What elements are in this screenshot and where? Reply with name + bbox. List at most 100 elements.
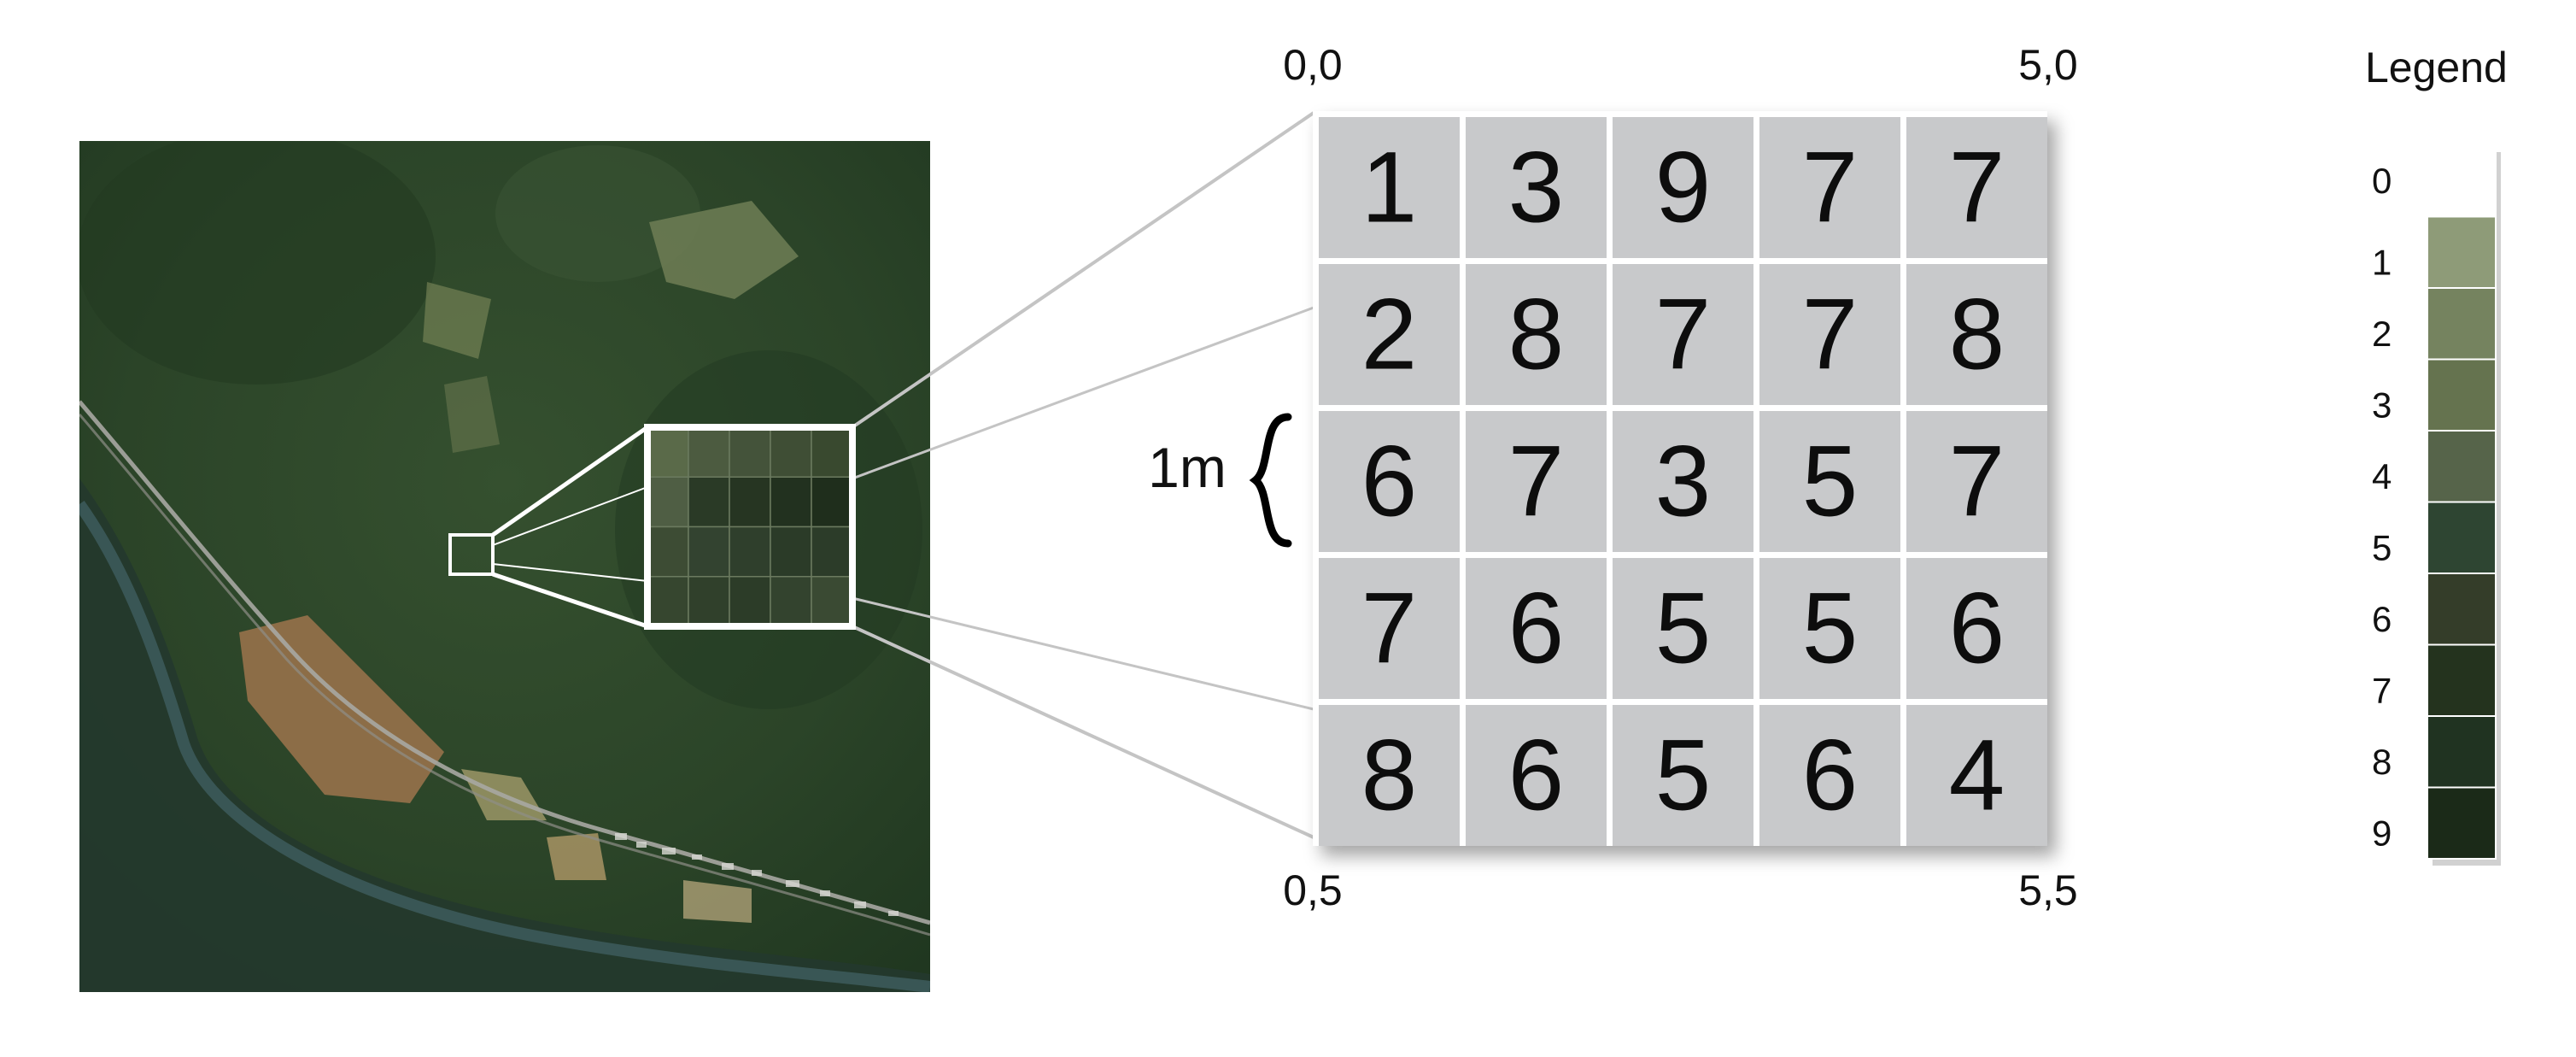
inset-pixel [811, 426, 853, 478]
inset-pixel [647, 476, 689, 528]
grid-cell [1759, 558, 1900, 699]
grid-cell [1759, 411, 1900, 552]
grid-cell [1466, 117, 1607, 258]
inset-pixel [647, 526, 689, 578]
inset-pixel [770, 576, 812, 627]
grid-cell-value: 3 [1655, 426, 1712, 538]
grid-cell [1906, 264, 2047, 405]
inset-pixel [811, 576, 853, 627]
inset-frame [644, 424, 856, 630]
grid-cell-value: 6 [1361, 426, 1418, 538]
inset-magnified-grid [647, 426, 853, 627]
grid-cell-value: 4 [1949, 719, 2005, 832]
grid-cell-value: 7 [1361, 573, 1418, 685]
legend-swatch [2427, 786, 2497, 860]
corner-label-bottom-left: 0,5 [1283, 866, 1343, 914]
grid-cell [1466, 411, 1607, 552]
legend-swatch [2427, 573, 2497, 646]
grid-cell [1613, 705, 1753, 846]
grid-cell-value: 3 [1508, 132, 1565, 244]
grid-cell [1759, 705, 1900, 846]
grid-cell [1319, 264, 1460, 405]
grid-cell-value: 7 [1802, 279, 1859, 391]
grid-cell-value: 8 [1949, 279, 2005, 391]
grid-cell-value: 9 [1655, 132, 1712, 244]
legend-label: 7 [2372, 671, 2392, 711]
brace-icon [1249, 413, 1292, 548]
grid-connector-lines [851, 111, 1315, 839]
corner-label-top-right: 5,0 [2018, 41, 2078, 89]
clearing [649, 201, 799, 299]
grid-cell [1466, 558, 1607, 699]
legend-swatch [2427, 215, 2497, 289]
cell-size-label: 1m [1148, 436, 1227, 499]
river-bank [79, 479, 930, 992]
inset-pixel [688, 526, 730, 578]
legend-swatch [2427, 643, 2497, 717]
legend-swatch [2427, 144, 2497, 218]
grid-cell-value: 8 [1361, 719, 1418, 832]
legend-label: 5 [2372, 528, 2392, 568]
inset-pixel [729, 576, 771, 627]
grid-cell [1466, 264, 1607, 405]
grid-cell [1319, 705, 1460, 846]
grid-cell-value: 7 [1508, 426, 1565, 538]
inset-pixel [688, 426, 730, 478]
legend-label: 3 [2372, 385, 2392, 426]
grid-cell-value: 7 [1655, 279, 1712, 391]
inset-pixel [647, 426, 689, 478]
legend-label: 6 [2372, 599, 2392, 639]
inset-pixel [729, 426, 771, 478]
legend-swatch [2427, 430, 2497, 503]
inset-connector-lines [491, 425, 649, 629]
legend-label: 1 [2372, 243, 2392, 283]
grid-cell [1319, 411, 1460, 552]
legend-label: 4 [2372, 456, 2392, 496]
inset-pixel [729, 476, 771, 528]
inset-pixel [811, 526, 853, 578]
grid-cell-value: 2 [1361, 279, 1418, 391]
grid-cell [1759, 117, 1900, 258]
grid-cell [1466, 705, 1607, 846]
grid-cell [1906, 117, 2047, 258]
grid-cell [1613, 558, 1753, 699]
grid-cell [1759, 264, 1900, 405]
grid-cell-value: 5 [1655, 719, 1712, 832]
grid-cell [1613, 264, 1753, 405]
grid-cell-value: 7 [1802, 132, 1859, 244]
town [615, 833, 899, 916]
grid-cell-value: 5 [1802, 573, 1859, 685]
inset-pixel [770, 426, 812, 478]
grid-cell-value: 6 [1802, 719, 1859, 832]
corner-label-bottom-right: 5,5 [2018, 866, 2078, 914]
selection-box [448, 533, 495, 576]
legend-swatch [2427, 287, 2497, 361]
inset-pixel [811, 476, 853, 528]
grid-cell [1319, 558, 1460, 699]
legend-swatch [2427, 715, 2497, 789]
legend-title: Legend [2365, 44, 2508, 91]
inset-pixel [688, 576, 730, 627]
legend-label: 8 [2372, 742, 2392, 782]
inset-pixel [688, 476, 730, 528]
grid-cell-value: 7 [1949, 132, 2005, 244]
legend-label: 9 [2372, 813, 2392, 854]
inset-pixel [770, 476, 812, 528]
legend-swatch [2427, 501, 2497, 574]
grid-cell-value: 1 [1361, 132, 1418, 244]
grid-cell [1906, 705, 2047, 846]
inset-pixel [770, 526, 812, 578]
corner-label-top-left: 0,0 [1283, 41, 1343, 89]
grid-cell [1613, 117, 1753, 258]
grid-cell [1906, 411, 2047, 552]
grid-cell [1906, 558, 2047, 699]
river [79, 500, 930, 992]
legend-swatch [2427, 358, 2497, 432]
grid-cell [1613, 411, 1753, 552]
inset-pixel [647, 576, 689, 627]
grid-cell-value: 6 [1508, 719, 1565, 832]
grid-cell-value: 8 [1508, 279, 1565, 391]
